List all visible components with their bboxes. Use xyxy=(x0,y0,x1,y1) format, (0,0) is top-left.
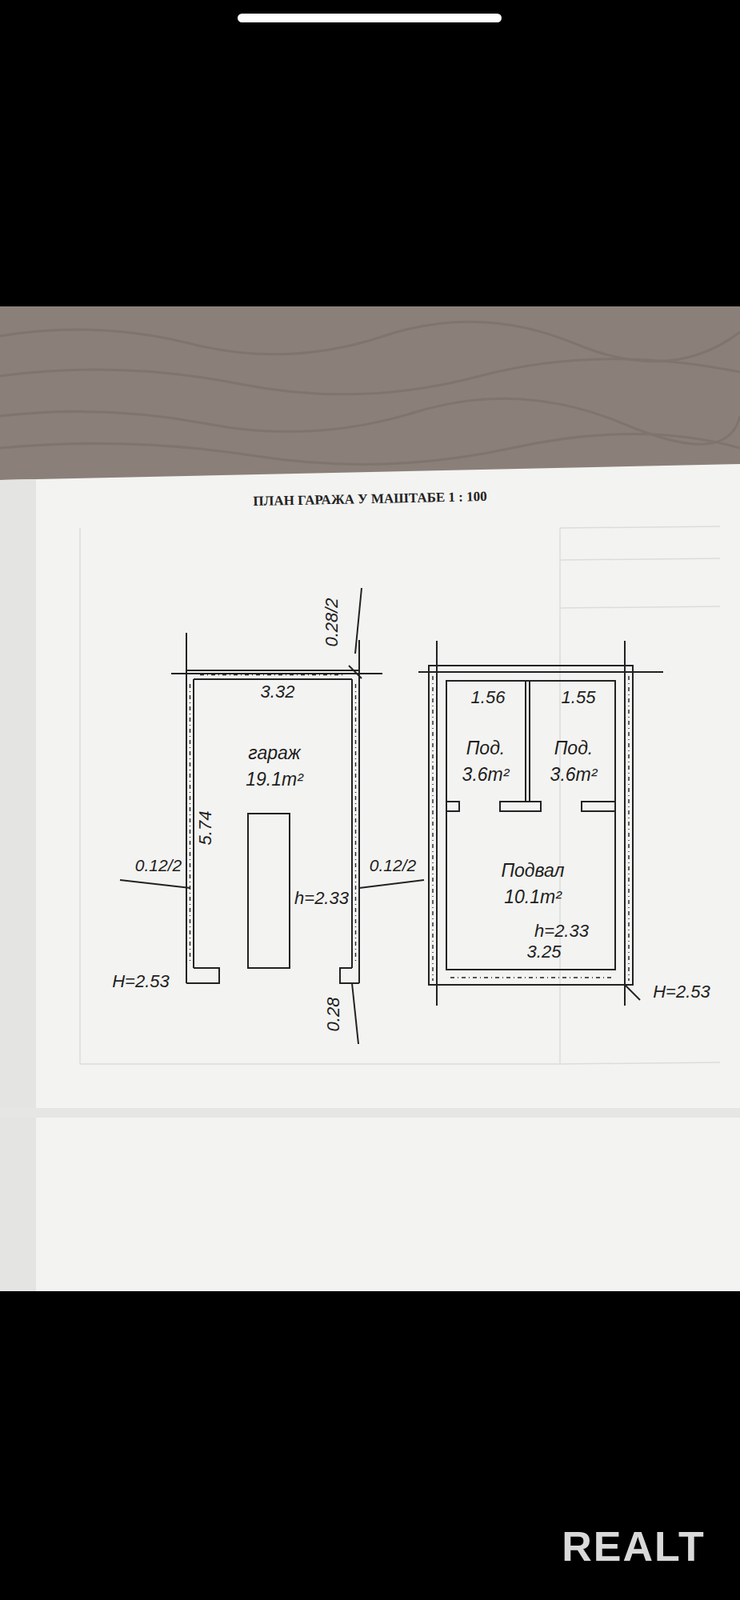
show-through-table xyxy=(80,526,720,1064)
wall-hatching xyxy=(432,676,629,981)
wall-thickness: 0.28/2 xyxy=(321,597,343,647)
room-name: гараж xyxy=(248,740,300,767)
room-label: Подвал10.1m² xyxy=(497,856,568,913)
watermark: REALT xyxy=(561,1521,705,1572)
room-label: Под.3.6m² xyxy=(459,733,513,791)
paper-sheet xyxy=(0,464,740,1292)
wall-hatching xyxy=(190,675,356,965)
room-name: Подвал xyxy=(500,857,564,884)
height-mark: h=2.33 xyxy=(294,888,349,909)
room-area: 3.6m² xyxy=(462,761,510,788)
room-area: 19.1m² xyxy=(245,766,304,793)
wall-thickness: 0.12/2 xyxy=(135,855,182,876)
wall-thickness: 0.12/2 xyxy=(369,855,416,876)
room-name: Под. xyxy=(554,735,594,762)
dimension: 1.56 xyxy=(471,687,506,708)
room-label: Под.3.6m² xyxy=(547,733,601,791)
paper-fold-shadow xyxy=(0,479,36,1292)
room-area: 3.6m² xyxy=(550,761,598,788)
room-name: Под. xyxy=(466,735,506,762)
fabric-texture xyxy=(0,321,740,464)
height-mark: h=2.33 xyxy=(534,920,589,942)
status-bar-handle xyxy=(237,13,502,23)
cellar-walls xyxy=(418,640,664,1006)
dimension: 5.74 xyxy=(195,811,216,846)
dimension: 3.25 xyxy=(527,941,562,963)
wall-thickness: 0.28 xyxy=(323,997,344,1032)
paper-crease xyxy=(0,1108,740,1118)
height-mark: H=2.53 xyxy=(652,981,711,1003)
dimension: 1.55 xyxy=(561,687,596,708)
dimension: 3.32 xyxy=(260,681,296,703)
height-mark: H=2.53 xyxy=(112,971,170,992)
room-area: 10.1m² xyxy=(504,884,562,911)
room-label: гараж19.1m² xyxy=(242,738,307,796)
